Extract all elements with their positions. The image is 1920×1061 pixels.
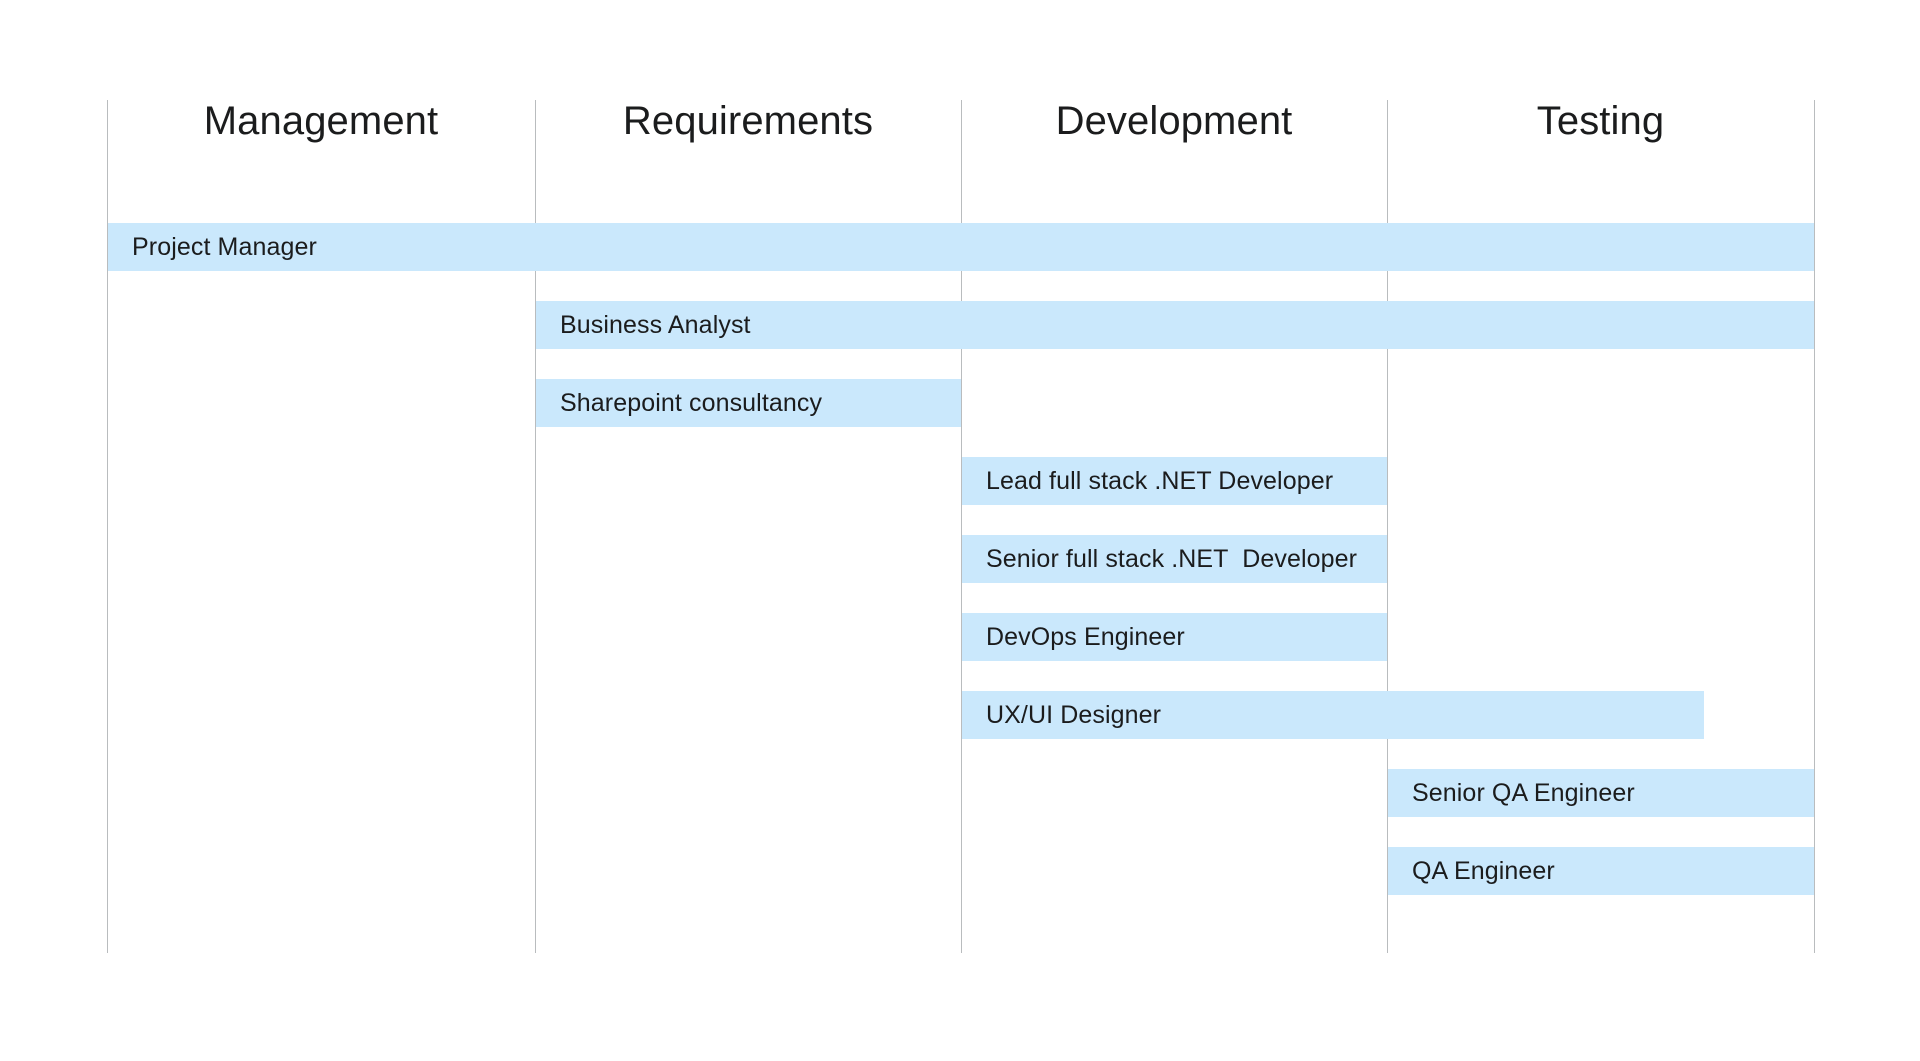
column-header-development: Development <box>1055 99 1293 143</box>
grid-line-0 <box>107 100 108 953</box>
role-bar-label: DevOps Engineer <box>986 622 1185 651</box>
role-bar-label: Senior QA Engineer <box>1412 778 1635 807</box>
grid-line-4 <box>1814 100 1815 953</box>
role-bar[interactable]: DevOps Engineer <box>962 613 1387 661</box>
role-bar[interactable]: Senior full stack .NET Developer <box>962 535 1387 583</box>
role-bar-label: Senior full stack .NET Developer <box>986 544 1358 573</box>
role-bar[interactable]: QA Engineer <box>1388 847 1814 895</box>
role-bar-label: Sharepoint consultancy <box>560 388 823 417</box>
role-bar[interactable]: Sharepoint consultancy <box>536 379 961 427</box>
role-bar[interactable]: Project Manager <box>108 223 1814 271</box>
role-bar[interactable]: UX/UI Designer <box>962 691 1704 739</box>
column-header-testing: Testing <box>1536 99 1665 143</box>
role-bar-label: Project Manager <box>132 232 317 261</box>
grid-line-2 <box>961 100 962 953</box>
role-bar[interactable]: Business Analyst <box>536 301 1814 349</box>
column-header-requirements: Requirements <box>622 99 874 143</box>
grid-line-1 <box>535 100 536 953</box>
column-header-management: Management <box>203 99 439 143</box>
role-bar-label: UX/UI Designer <box>986 700 1162 729</box>
role-bar-label: Lead full stack .NET Developer <box>986 466 1334 495</box>
role-bar[interactable]: Senior QA Engineer <box>1388 769 1814 817</box>
role-bar-label: Business Analyst <box>560 310 751 339</box>
grid-line-3 <box>1387 100 1388 953</box>
role-bar-label: QA Engineer <box>1412 856 1555 885</box>
role-bar[interactable]: Lead full stack .NET Developer <box>962 457 1387 505</box>
